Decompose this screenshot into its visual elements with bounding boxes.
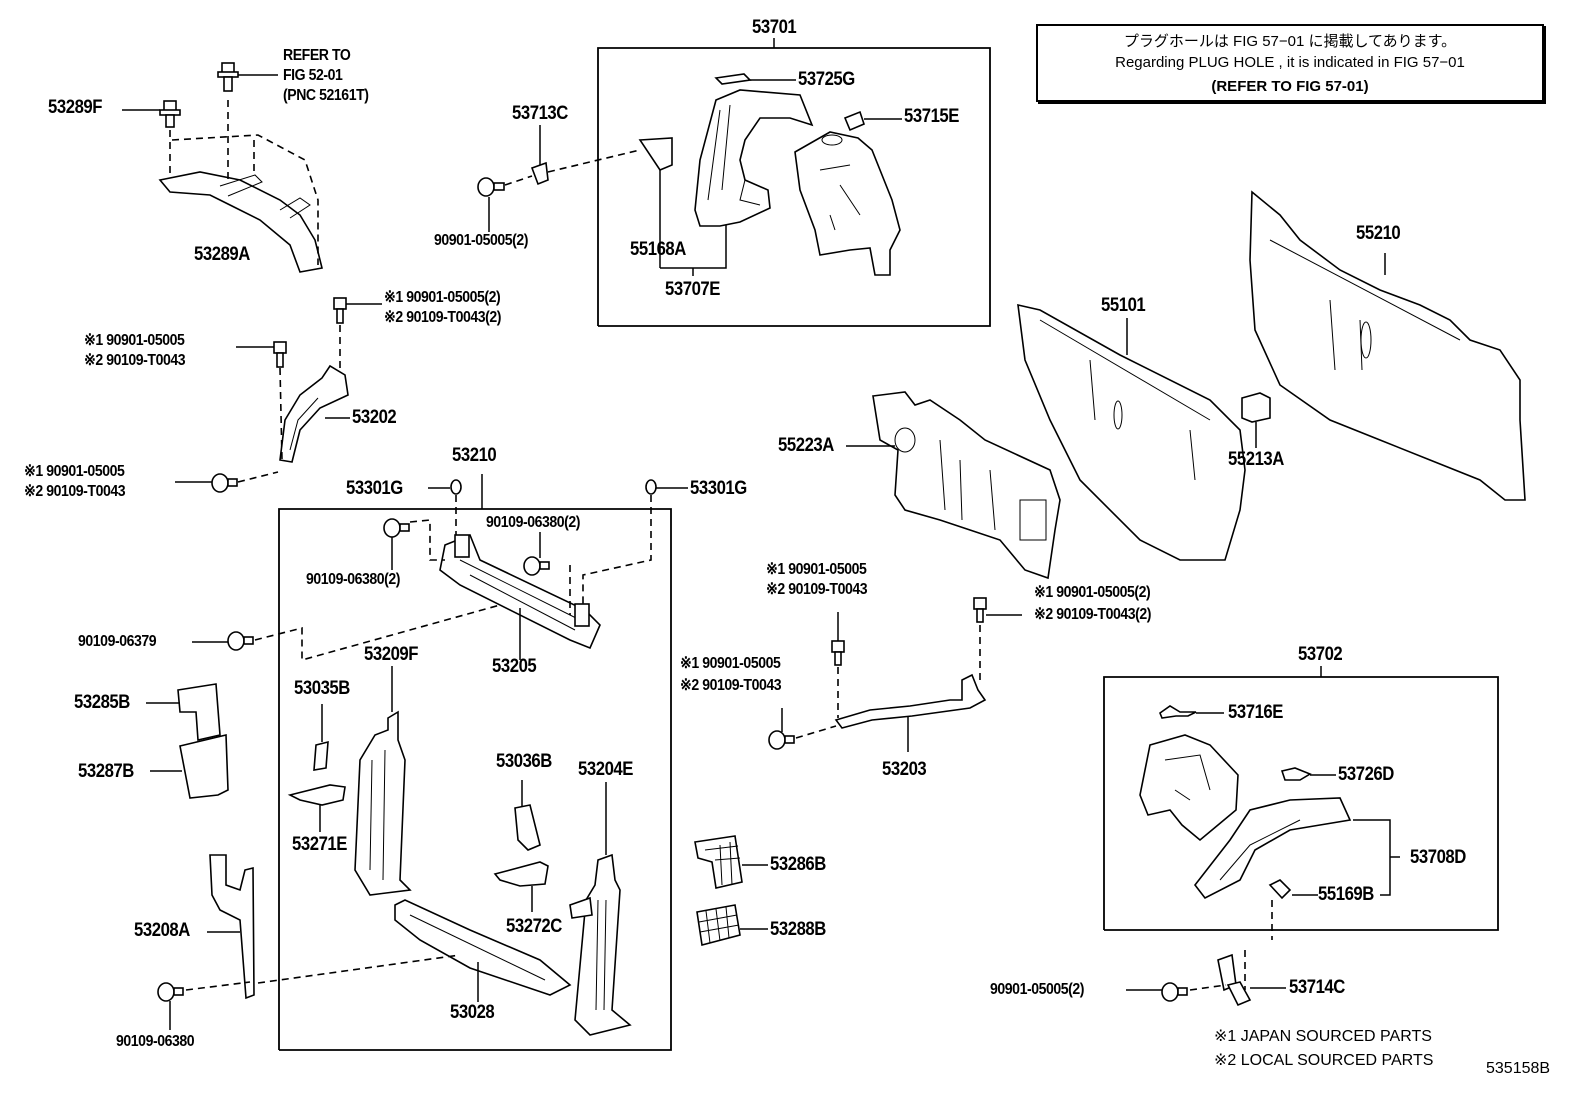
part-label-53288B[interactable]: 53288B bbox=[770, 919, 826, 940]
part-label-53285B[interactable]: 53285B bbox=[74, 692, 130, 713]
part-label-53713C[interactable]: 53713C bbox=[512, 103, 568, 124]
part-53204E-drawing bbox=[569, 782, 632, 1036]
part-label-55169B[interactable]: 55169B bbox=[1318, 884, 1374, 905]
part-53209F-drawing bbox=[354, 666, 412, 896]
part-53205-drawing bbox=[192, 479, 688, 662]
part-label-53287B[interactable]: 53287B bbox=[78, 761, 134, 782]
part-label-55168A[interactable]: 55168A bbox=[630, 239, 686, 260]
bolt-label-90109-06380-bottom[interactable]: 90109-06380 bbox=[116, 1033, 195, 1050]
part-53028-drawing bbox=[257, 899, 572, 1002]
bolt-label-53203-left-bot-1[interactable]: ※1 90901-05005 bbox=[680, 655, 781, 672]
bolt-label-90109-06380-mid[interactable]: 90109-06380(2) bbox=[486, 514, 581, 531]
group-label-53210[interactable]: 53210 bbox=[452, 445, 497, 466]
part-label-53208A[interactable]: 53208A bbox=[134, 920, 190, 941]
bolt-label-53202-mid-1[interactable]: ※1 90901-05005 bbox=[84, 332, 185, 349]
clip-53289F-icon bbox=[122, 100, 181, 128]
part-label-53707E[interactable]: 53707E bbox=[665, 279, 721, 300]
refer-note-line1: REFER TO bbox=[283, 47, 351, 64]
part-53707E-drawing bbox=[638, 73, 814, 276]
bolt-label-53202-top-1[interactable]: ※1 90901-05005(2) bbox=[384, 289, 501, 306]
part-55213A-drawing bbox=[1241, 392, 1271, 448]
part-label-53289A[interactable]: 53289A bbox=[194, 244, 250, 265]
part-label-53301G-left[interactable]: 53301G bbox=[346, 478, 403, 499]
bolt-label-53202-top-2[interactable]: ※2 90109-T0043(2) bbox=[384, 309, 502, 326]
note-line-refer: (REFER TO FIG 57-01) bbox=[1211, 78, 1369, 95]
part-label-53203[interactable]: 53203 bbox=[882, 759, 927, 780]
group-frame-53701 bbox=[597, 38, 991, 327]
part-label-53036B[interactable]: 53036B bbox=[496, 751, 552, 772]
bolt-label-53202-bot-2[interactable]: ※2 90109-T0043 bbox=[24, 483, 126, 500]
part-53203-drawing bbox=[768, 597, 1022, 752]
figure-number: 535158B bbox=[1486, 1060, 1551, 1077]
bolt-label-53714C[interactable]: 90901-05005(2) bbox=[990, 981, 1085, 998]
part-label-53714C[interactable]: 53714C bbox=[1289, 977, 1345, 998]
part-label-53713C-bolt[interactable]: 90901-05005(2) bbox=[434, 232, 529, 249]
part-53285B-drawing bbox=[146, 683, 221, 741]
part-label-53035B[interactable]: 53035B bbox=[294, 678, 350, 699]
note-line-english: Regarding PLUG HOLE , it is indicated in… bbox=[1115, 54, 1465, 71]
part-53208A-drawing bbox=[157, 854, 255, 1030]
part-55101-drawing bbox=[1017, 303, 1246, 561]
part-53714C-drawing bbox=[1126, 950, 1286, 1007]
part-label-53209F[interactable]: 53209F bbox=[364, 644, 419, 665]
part-label-53271E[interactable]: 53271E bbox=[292, 834, 348, 855]
bolt-label-53203-left-top-1[interactable]: ※1 90901-05005 bbox=[766, 561, 867, 578]
part-label-55101[interactable]: 55101 bbox=[1101, 295, 1146, 316]
group-frame-53702 bbox=[1103, 666, 1499, 931]
refer-note-line2: FIG 52-01 bbox=[283, 67, 343, 84]
part-label-53725G[interactable]: 53725G bbox=[798, 69, 855, 90]
part-label-53726D[interactable]: 53726D bbox=[1338, 764, 1394, 785]
part-55223A-drawing bbox=[846, 391, 1061, 580]
bolt-label-53203-left-bot-2[interactable]: ※2 90109-T0043 bbox=[680, 677, 782, 694]
part-label-53286B[interactable]: 53286B bbox=[770, 854, 826, 875]
clip-52161T-icon bbox=[217, 62, 278, 92]
group-frame-53210 bbox=[278, 474, 672, 1051]
part-label-53204E[interactable]: 53204E bbox=[578, 759, 634, 780]
bolt-label-90109-06379[interactable]: 90109-06379 bbox=[78, 633, 157, 650]
part-label-55213A[interactable]: 55213A bbox=[1228, 449, 1284, 470]
part-label-53708D[interactable]: 53708D bbox=[1410, 847, 1466, 868]
part-53702-drawings bbox=[1139, 705, 1400, 940]
part-label-53715E[interactable]: 53715E bbox=[904, 106, 960, 127]
part-label-53205[interactable]: 53205 bbox=[492, 656, 537, 677]
part-label-53202[interactable]: 53202 bbox=[352, 407, 397, 428]
legend-japan-sourced: ※1 JAPAN SOURCED PARTS bbox=[1214, 1028, 1432, 1045]
note-line-japanese: プラグホールは FIG 57−01 に掲載してあります。 bbox=[1123, 33, 1457, 50]
part-53287B-drawing bbox=[150, 733, 229, 799]
part-label-53301G-right[interactable]: 53301G bbox=[690, 478, 747, 499]
group-label-53701[interactable]: 53701 bbox=[752, 17, 797, 38]
part-55210-drawing bbox=[1249, 190, 1526, 501]
part-53035B-drawing bbox=[287, 704, 346, 832]
part-53289A-drawing bbox=[158, 100, 323, 273]
refer-note-line3: (PNC 52161T) bbox=[283, 87, 369, 104]
part-53036B-drawing bbox=[493, 780, 549, 912]
part-label-55223A[interactable]: 55223A bbox=[778, 435, 834, 456]
bolt-label-53203-right-2[interactable]: ※2 90109-T0043(2) bbox=[1034, 606, 1152, 623]
plug-hole-note-box: プラグホールは FIG 57−01 に掲載してあります。 Regarding P… bbox=[1036, 24, 1544, 102]
part-label-53272C[interactable]: 53272C bbox=[506, 916, 562, 937]
part-53202-drawing bbox=[175, 297, 382, 493]
part-53286B-drawing bbox=[694, 835, 768, 889]
legend-local-sourced: ※2 LOCAL SOURCED PARTS bbox=[1214, 1052, 1434, 1069]
bolt-label-53203-right-1[interactable]: ※1 90901-05005(2) bbox=[1034, 584, 1151, 601]
bolt-label-90109-06380-left[interactable]: 90109-06380(2) bbox=[306, 571, 401, 588]
part-53713C-drawing bbox=[477, 125, 641, 232]
part-53288B-drawing bbox=[696, 904, 768, 947]
bolt-label-53202-bot-1[interactable]: ※1 90901-05005 bbox=[24, 463, 125, 480]
bolt-label-53202-mid-2[interactable]: ※2 90109-T0043 bbox=[84, 352, 186, 369]
part-label-55210[interactable]: 55210 bbox=[1356, 223, 1401, 244]
bolt-label-53203-left-top-2[interactable]: ※2 90109-T0043 bbox=[766, 581, 868, 598]
part-label-53716E[interactable]: 53716E bbox=[1228, 702, 1284, 723]
part-label-53289F[interactable]: 53289F bbox=[48, 97, 103, 118]
group-label-53702[interactable]: 53702 bbox=[1298, 644, 1343, 665]
part-label-53028[interactable]: 53028 bbox=[450, 1002, 495, 1023]
part-53715E-drawing bbox=[794, 110, 902, 276]
